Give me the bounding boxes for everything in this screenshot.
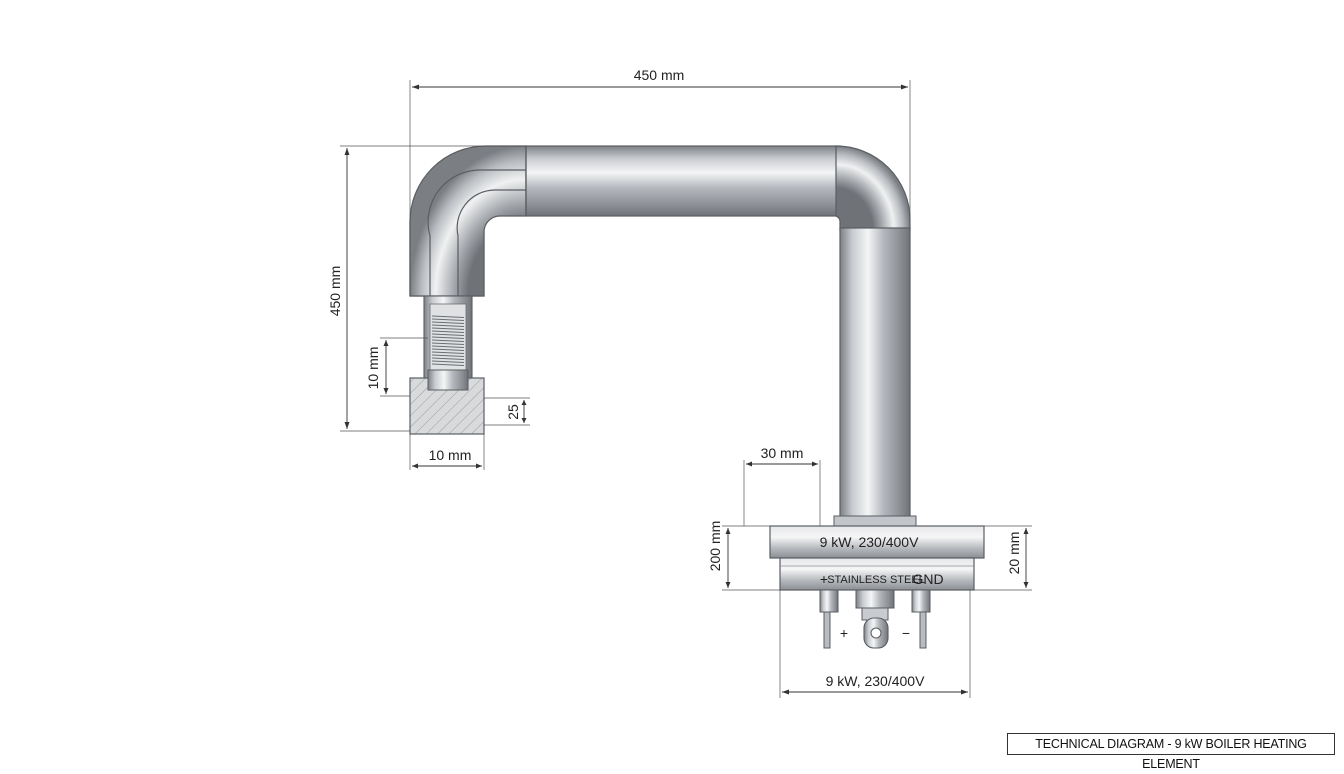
coil-turn xyxy=(431,339,465,342)
coil-turn xyxy=(431,342,465,345)
title-block: TECHNICAL DIAGRAM - 9 kW BOILER HEATING … xyxy=(1007,733,1335,771)
flange-ground-label: GND xyxy=(912,571,943,587)
dim-base-width: 10 mm xyxy=(429,447,472,463)
dim-flange-height-right: 20 mm xyxy=(1006,532,1022,575)
flange-material-label: STAINLESS STEEL xyxy=(827,574,925,586)
dim-left-height: 450 mm xyxy=(327,266,343,317)
dim-coil-height: 10 mm xyxy=(365,347,381,390)
coil-turn xyxy=(431,327,465,330)
coil-turn xyxy=(431,315,465,318)
flange-rating-label: 9 kW, 230/400V xyxy=(820,534,920,550)
coil-winding xyxy=(431,315,465,366)
heating-tube xyxy=(409,145,917,527)
coil-turn xyxy=(431,345,465,348)
dim-bottom-width: 9 kW, 230/400V xyxy=(826,673,926,689)
coil-turn xyxy=(431,348,465,351)
coil-turn xyxy=(431,357,465,360)
coil-turn xyxy=(431,351,465,354)
coil-turn xyxy=(431,354,465,357)
coil-turn xyxy=(431,333,465,336)
coil-turn xyxy=(431,318,465,321)
dim-flange-height-left: 200 mm xyxy=(707,521,723,572)
flange-plus-mark: + xyxy=(820,571,828,587)
dim-base-height: 25 xyxy=(505,404,521,420)
terminal-ground-lug xyxy=(855,589,895,649)
dim-flange-offset: 30 mm xyxy=(761,445,804,461)
coil-turn xyxy=(431,330,465,333)
coil-turn xyxy=(431,360,465,363)
terminal-positive-label: + xyxy=(840,625,848,641)
coil-turn xyxy=(431,324,465,327)
mounting-block xyxy=(409,369,485,435)
coil-turn xyxy=(431,321,465,324)
terminal-negative xyxy=(911,589,931,649)
dimension-lines xyxy=(340,80,1032,698)
coil-turn xyxy=(431,363,465,366)
flange xyxy=(769,525,985,591)
terminal-positive xyxy=(819,589,839,649)
dim-top-width: 450 mm xyxy=(634,67,685,83)
coil-turn xyxy=(431,336,465,339)
terminal-negative-label: − xyxy=(902,625,910,641)
